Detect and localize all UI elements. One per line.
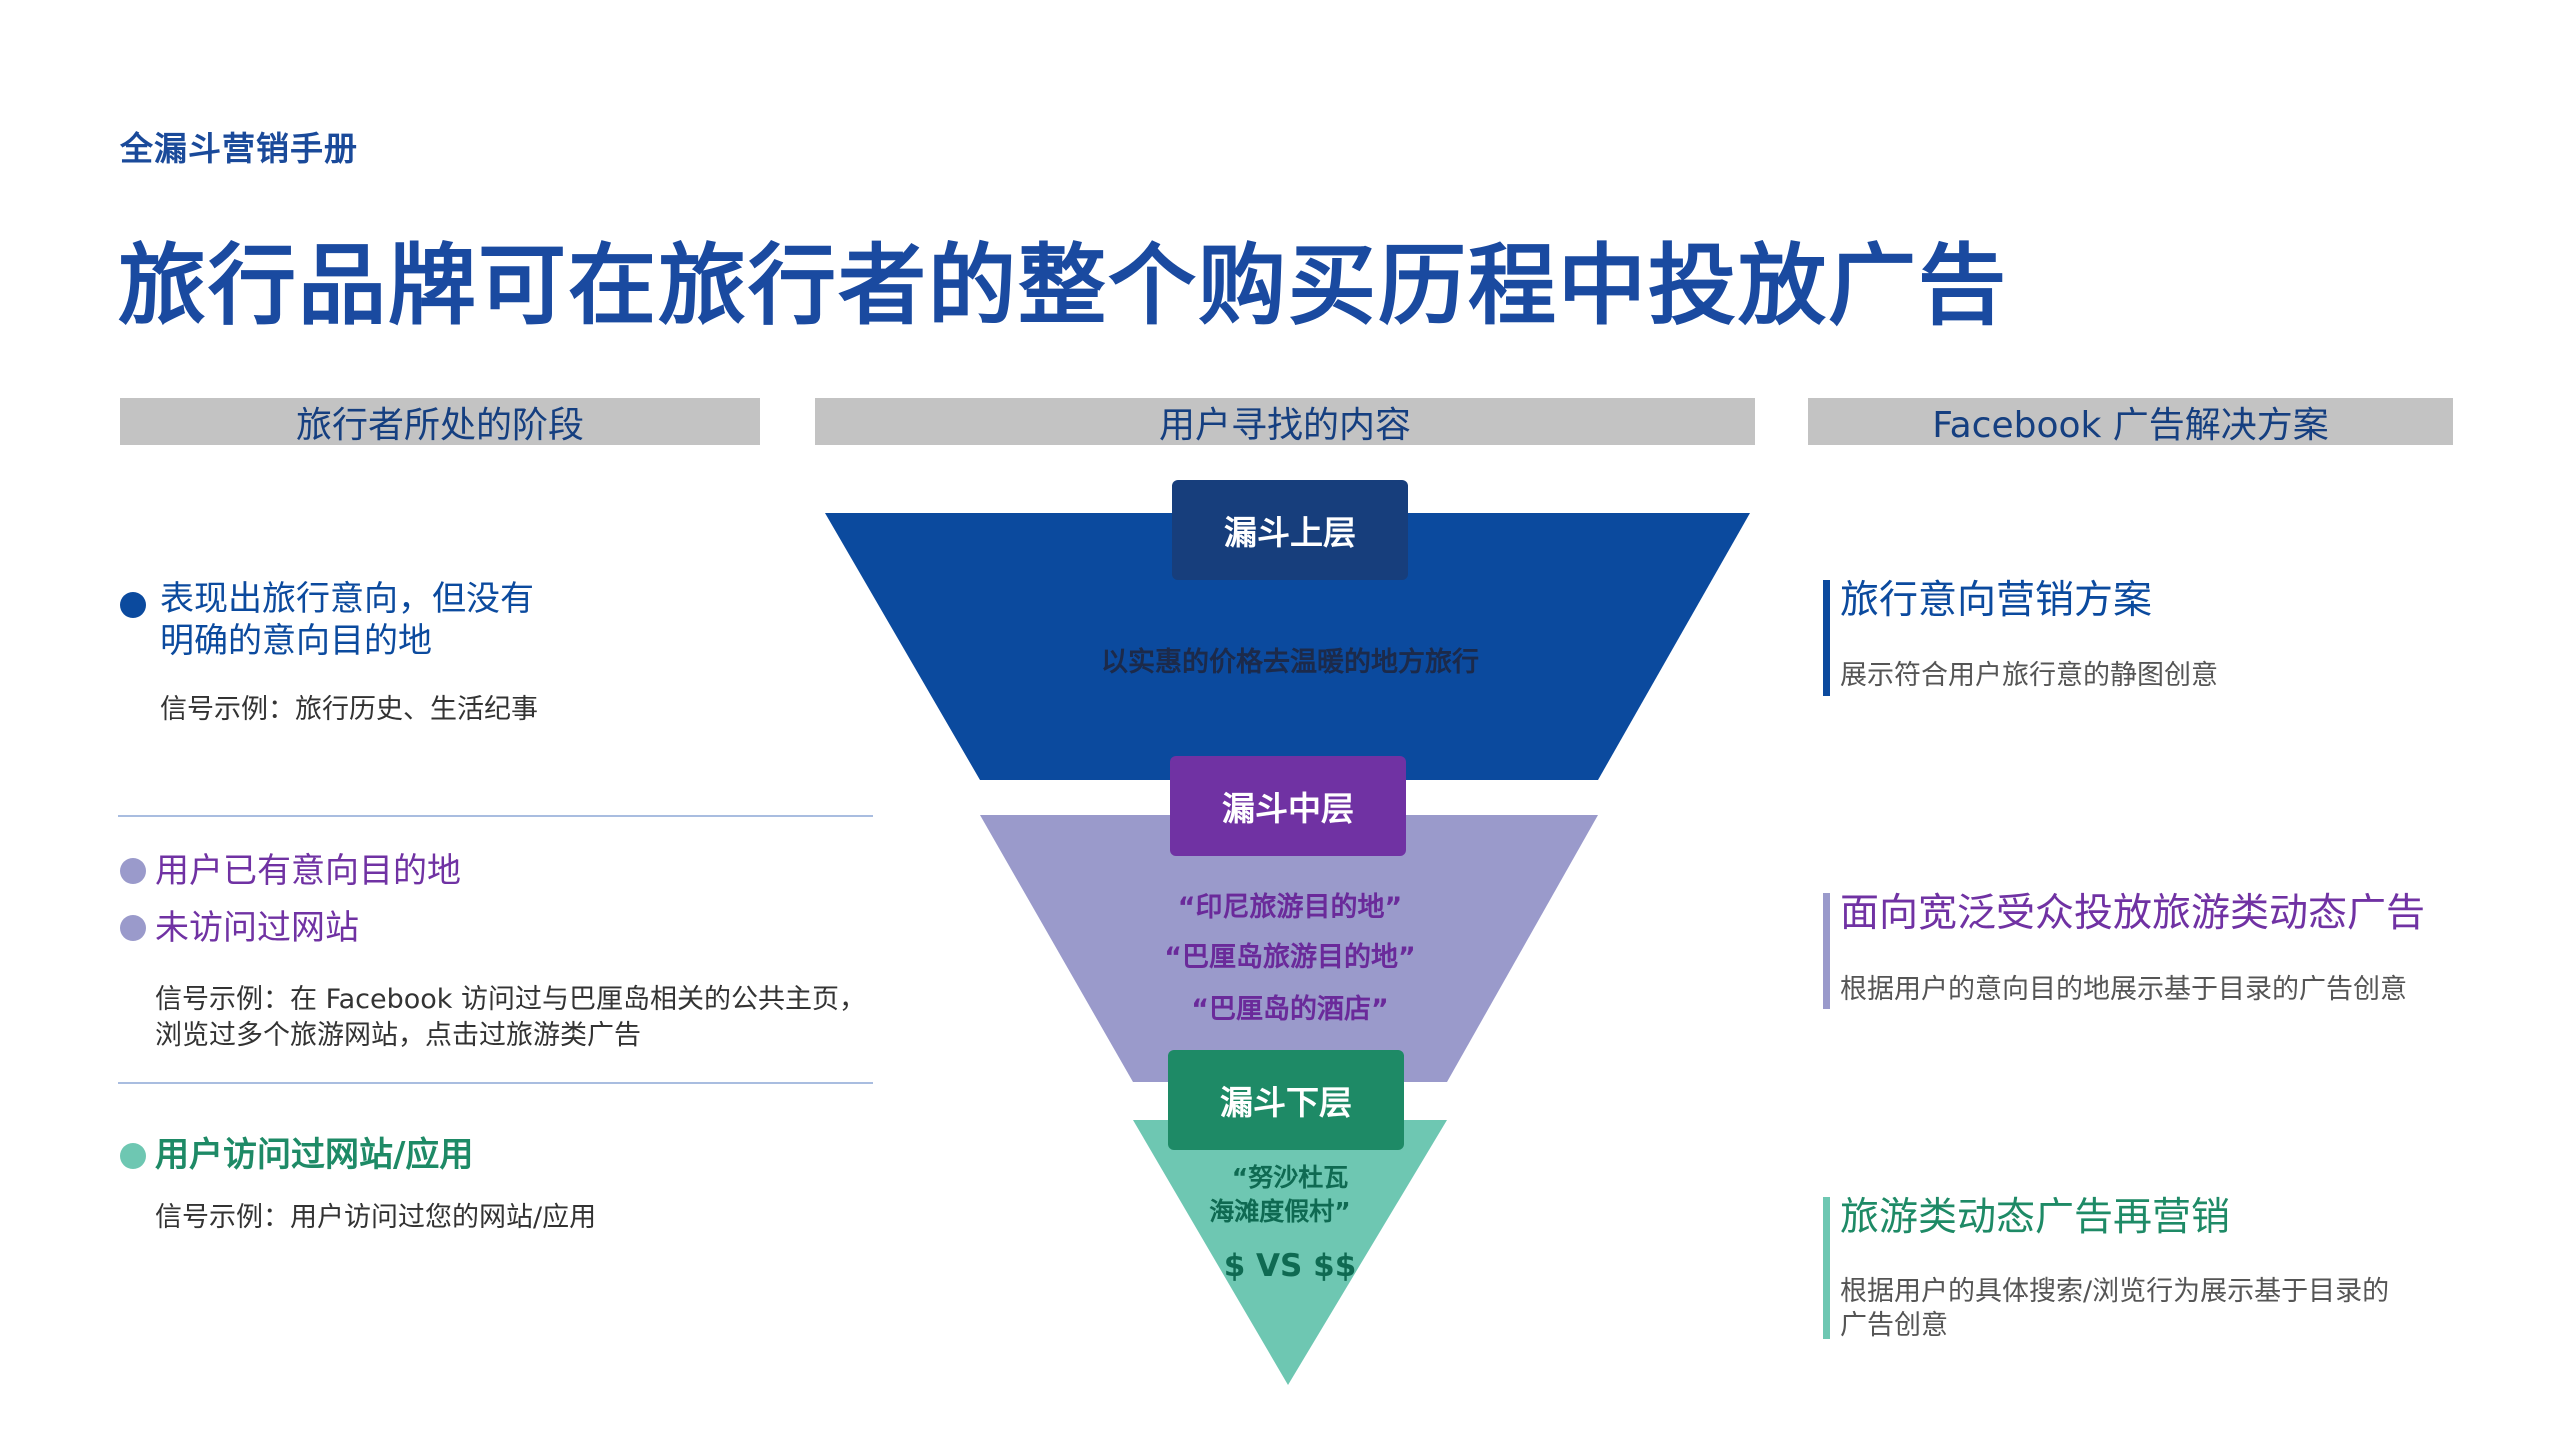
funnel-middle-line1: “印尼旅游目的地” bbox=[1177, 892, 1403, 923]
stage-upper-line1: 表现出旅行意向，但没有 bbox=[160, 579, 534, 619]
stage-upper-line2: 明确的意向目的地 bbox=[160, 621, 432, 661]
stage-middle-item2: 未访问过网站 bbox=[155, 908, 359, 948]
funnel-upper-segment bbox=[825, 513, 1750, 780]
solution-lower-desc2: 广告创意 bbox=[1840, 1310, 1948, 1341]
solution-middle-title: 面向宽泛受众投放旅游类动态广告 bbox=[1840, 891, 2426, 936]
stage-middle-signal1: 信号示例：在 Facebook 访问过与巴厘岛相关的公共主页， bbox=[155, 984, 867, 1015]
stage-separator bbox=[118, 1082, 873, 1084]
solution-middle-bar bbox=[1823, 893, 1830, 1009]
solution-upper-bar bbox=[1823, 580, 1830, 696]
solution-middle-desc: 根据用户的意向目的地展示基于目录的广告创意 bbox=[1840, 974, 2407, 1005]
document-kicker: 全漏斗营销手册 bbox=[120, 129, 358, 168]
funnel-middle-line3: “巴厘岛的酒店” bbox=[1191, 994, 1389, 1025]
middle-bullet-icon bbox=[120, 858, 146, 884]
column-header-solution: Facebook 广告解决方案 bbox=[1808, 398, 2453, 446]
funnel-middle-line2: “巴厘岛旅游目的地” bbox=[1164, 942, 1416, 973]
solution-lower-title: 旅游类动态广告再营销 bbox=[1840, 1195, 2231, 1240]
funnel-upper-tab: 漏斗上层 bbox=[1172, 480, 1408, 580]
funnel-middle-segment bbox=[980, 815, 1598, 1082]
funnel-lower-line1: “努沙杜瓦 bbox=[1231, 1163, 1349, 1192]
stage-lower-signal: 信号示例：用户访问过您的网站/应用 bbox=[155, 1202, 597, 1233]
page-title: 旅行品牌可在旅行者的整个购买历程中投放广告 bbox=[118, 234, 2009, 337]
stage-middle-item1: 用户已有意向目的地 bbox=[155, 851, 461, 891]
upper-bullet-icon bbox=[120, 592, 146, 618]
funnel-lower-price: $ VS $$ bbox=[1223, 1248, 1357, 1284]
solution-upper-desc: 展示符合用户旅行意的静图创意 bbox=[1840, 660, 2218, 691]
column-header-stage: 旅行者所处的阶段 bbox=[120, 398, 760, 446]
funnel-lower-line2: 海滩度假村” bbox=[1209, 1197, 1351, 1226]
stage-lower-item1: 用户访问过网站/应用 bbox=[155, 1135, 474, 1175]
funnel-middle-tab: 漏斗中层 bbox=[1170, 756, 1406, 856]
solution-lower-bar bbox=[1823, 1197, 1830, 1339]
column-header-content: 用户寻找的内容 bbox=[815, 398, 1755, 446]
lower-bullet-icon bbox=[120, 1143, 146, 1169]
stage-separator bbox=[118, 815, 873, 817]
solution-lower-desc1: 根据用户的具体搜索/浏览行为展示基于目录的 bbox=[1840, 1276, 2390, 1307]
funnel-lower-segment bbox=[1133, 1120, 1447, 1385]
funnel-lower-tab: 漏斗下层 bbox=[1168, 1050, 1404, 1150]
stage-middle-signal2: 浏览过多个旅游网站，点击过旅游类广告 bbox=[155, 1020, 641, 1051]
funnel-upper-text: 以实惠的价格去温暖的地方旅行 bbox=[1101, 647, 1479, 678]
stage-upper-signal: 信号示例：旅行历史、生活纪事 bbox=[160, 694, 538, 725]
middle-bullet-icon bbox=[120, 915, 146, 941]
solution-upper-title: 旅行意向营销方案 bbox=[1840, 578, 2153, 623]
